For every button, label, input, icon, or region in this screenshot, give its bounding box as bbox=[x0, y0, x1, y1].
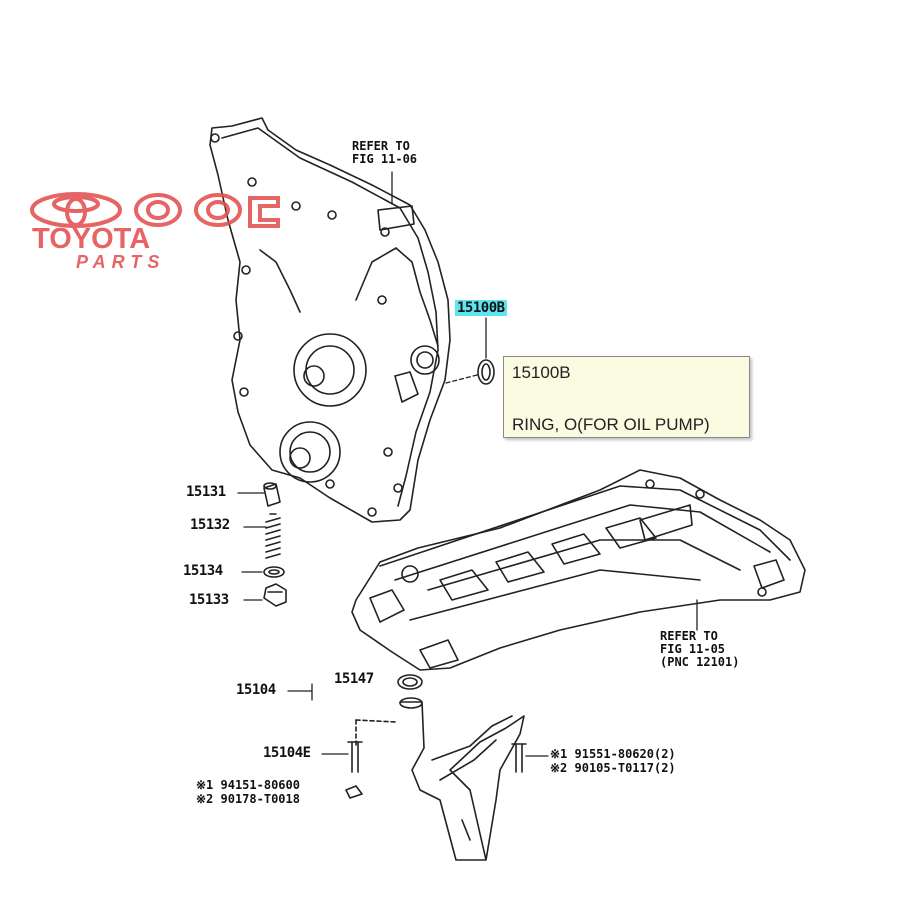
mc-toyota-parts-logo: TOYOTA PARTS bbox=[30, 192, 280, 270]
part-15100b-link[interactable]: 15100B bbox=[455, 300, 507, 316]
oil-strainer-illustration bbox=[345, 674, 527, 861]
part-number-text: 15100B bbox=[455, 300, 507, 316]
refer-to-fig-11-06-label[interactable]: REFER TO FIG 11-06 bbox=[352, 140, 417, 166]
part-15104e-link[interactable]: 15104E bbox=[263, 745, 311, 761]
refer-line-2: FIG 11-06 bbox=[352, 152, 418, 166]
part-15132-link[interactable]: 15132 bbox=[190, 517, 230, 533]
note-left-line-1[interactable]: ※1 94151-80600 bbox=[196, 778, 300, 792]
note-right-line-2[interactable]: ※2 90105-T0117(2) bbox=[550, 761, 676, 775]
part-15133-link[interactable]: 15133 bbox=[189, 592, 229, 608]
refer-line-2: FIG 11-05 bbox=[660, 642, 726, 656]
toyota-emblem-icon bbox=[30, 192, 122, 228]
part-15131-link[interactable]: 15131 bbox=[186, 484, 226, 500]
refer-line-1: REFER TO bbox=[660, 629, 718, 643]
logo-toyota-text: TOYOTA bbox=[32, 223, 150, 255]
timing-cover-illustration bbox=[209, 117, 451, 523]
part-15104-link[interactable]: 15104 bbox=[236, 682, 276, 698]
note-left: ※1 94151-80600 ※2 90178-T0018 bbox=[196, 778, 300, 806]
note-left-line-2[interactable]: ※2 90178-T0018 bbox=[196, 792, 300, 806]
note-right-line-1[interactable]: ※1 91551-80620(2) bbox=[550, 747, 676, 761]
part-tooltip: 15100B RING, O(FOR OIL PUMP) bbox=[503, 356, 750, 438]
leader-lines bbox=[237, 171, 698, 757]
refer-line-1: REFER TO bbox=[352, 139, 410, 153]
o-ring-15100b-illustration bbox=[477, 359, 495, 385]
relief-valve-parts-illustration bbox=[263, 482, 287, 607]
note-right: ※1 91551-80620(2) ※2 90105-T0117(2) bbox=[550, 747, 676, 775]
tooltip-part-code: 15100B bbox=[512, 363, 571, 382]
part-15147-link[interactable]: 15147 bbox=[334, 671, 374, 687]
refer-line-3: (PNC 12101) bbox=[660, 655, 740, 669]
tooltip-part-description: RING, O(FOR OIL PUMP) bbox=[512, 415, 710, 434]
mc-letters-icon bbox=[134, 193, 280, 228]
oil-pan-illustration bbox=[351, 469, 806, 671]
refer-to-fig-11-05-label[interactable]: REFER TO FIG 11-05 (PNC 12101) bbox=[660, 630, 739, 669]
logo-parts-text: PARTS bbox=[76, 252, 165, 270]
part-15134-link[interactable]: 15134 bbox=[183, 563, 223, 579]
